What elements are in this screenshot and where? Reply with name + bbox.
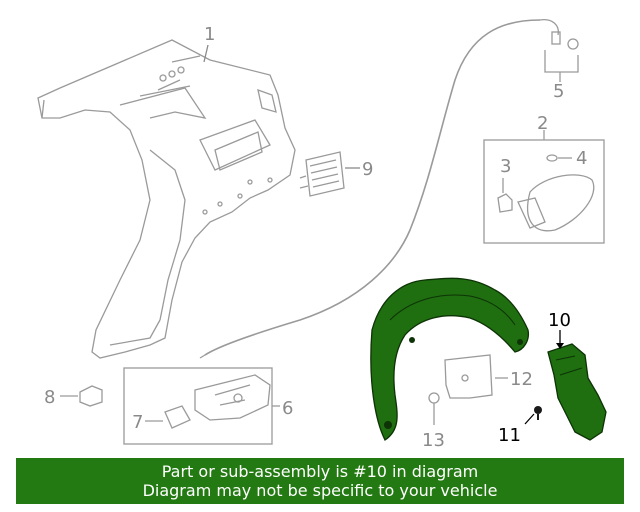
info-banner: Part or sub-assembly is #10 in diagram D…	[16, 458, 624, 504]
callout-11: 11	[498, 425, 521, 446]
banner-line-1: Part or sub-assembly is #10 in diagram	[161, 462, 479, 481]
callout-13: 13	[422, 430, 445, 451]
callout-3: 3	[500, 156, 511, 177]
bracket-plate-part	[444, 354, 508, 399]
fuel-door-assembly	[483, 130, 605, 244]
callout-6: 6	[282, 398, 293, 419]
callout-10: 10	[548, 310, 571, 331]
callout-4: 4	[576, 148, 587, 169]
screw-part	[428, 392, 440, 425]
callout-1: 1	[204, 24, 215, 45]
callout-5: 5	[553, 81, 564, 102]
hinge-bracket-assembly	[123, 367, 280, 445]
release-cable	[204, 19, 541, 356]
bolt-part	[60, 385, 103, 407]
wheelhouse-liner-part	[370, 277, 530, 441]
callout-12: 12	[510, 369, 533, 390]
callout-2: 2	[537, 113, 548, 134]
actuator-part	[544, 31, 579, 82]
callout-9: 9	[362, 159, 373, 180]
banner-line-2: Diagram may not be specific to your vehi…	[142, 481, 498, 500]
callout-8: 8	[44, 387, 55, 408]
splash-shield-part	[547, 343, 607, 441]
quarter-panel-part	[37, 39, 296, 359]
clip-part	[524, 406, 542, 425]
vent-grille-part	[299, 151, 345, 197]
callout-7: 7	[132, 412, 143, 433]
